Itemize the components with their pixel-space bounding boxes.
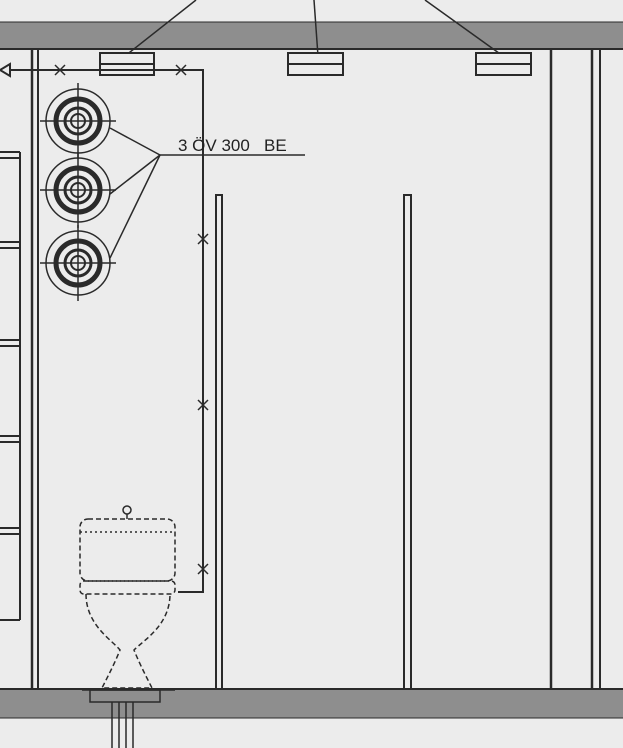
spotlight-1: [40, 83, 116, 159]
ceiling-fixture-2: [287, 52, 344, 76]
spotlight-3: [40, 225, 116, 301]
fixture-annotation: 3 ÖV 300 BE: [178, 136, 287, 155]
top-slab: [0, 21, 623, 50]
toilet-flush-button: [122, 505, 132, 519]
conduit-run: [0, 62, 204, 593]
ceiling-fixture-3: [475, 52, 532, 76]
annotation-leaders: [109, 127, 305, 259]
toilet-drain: [82, 689, 175, 748]
partition-2: [403, 194, 412, 690]
left-wall: [30, 49, 39, 689]
spotlight-2: [40, 152, 116, 228]
top-leader-lines: [124, 0, 504, 57]
right-walls: [549, 49, 601, 689]
toilet: [79, 518, 176, 689]
partition-1: [215, 194, 223, 690]
left-shelving: [0, 151, 21, 621]
bottom-slab: [0, 688, 623, 719]
ceiling-fixture-1: [99, 52, 155, 76]
conduit-cross-marks: [54, 64, 209, 575]
